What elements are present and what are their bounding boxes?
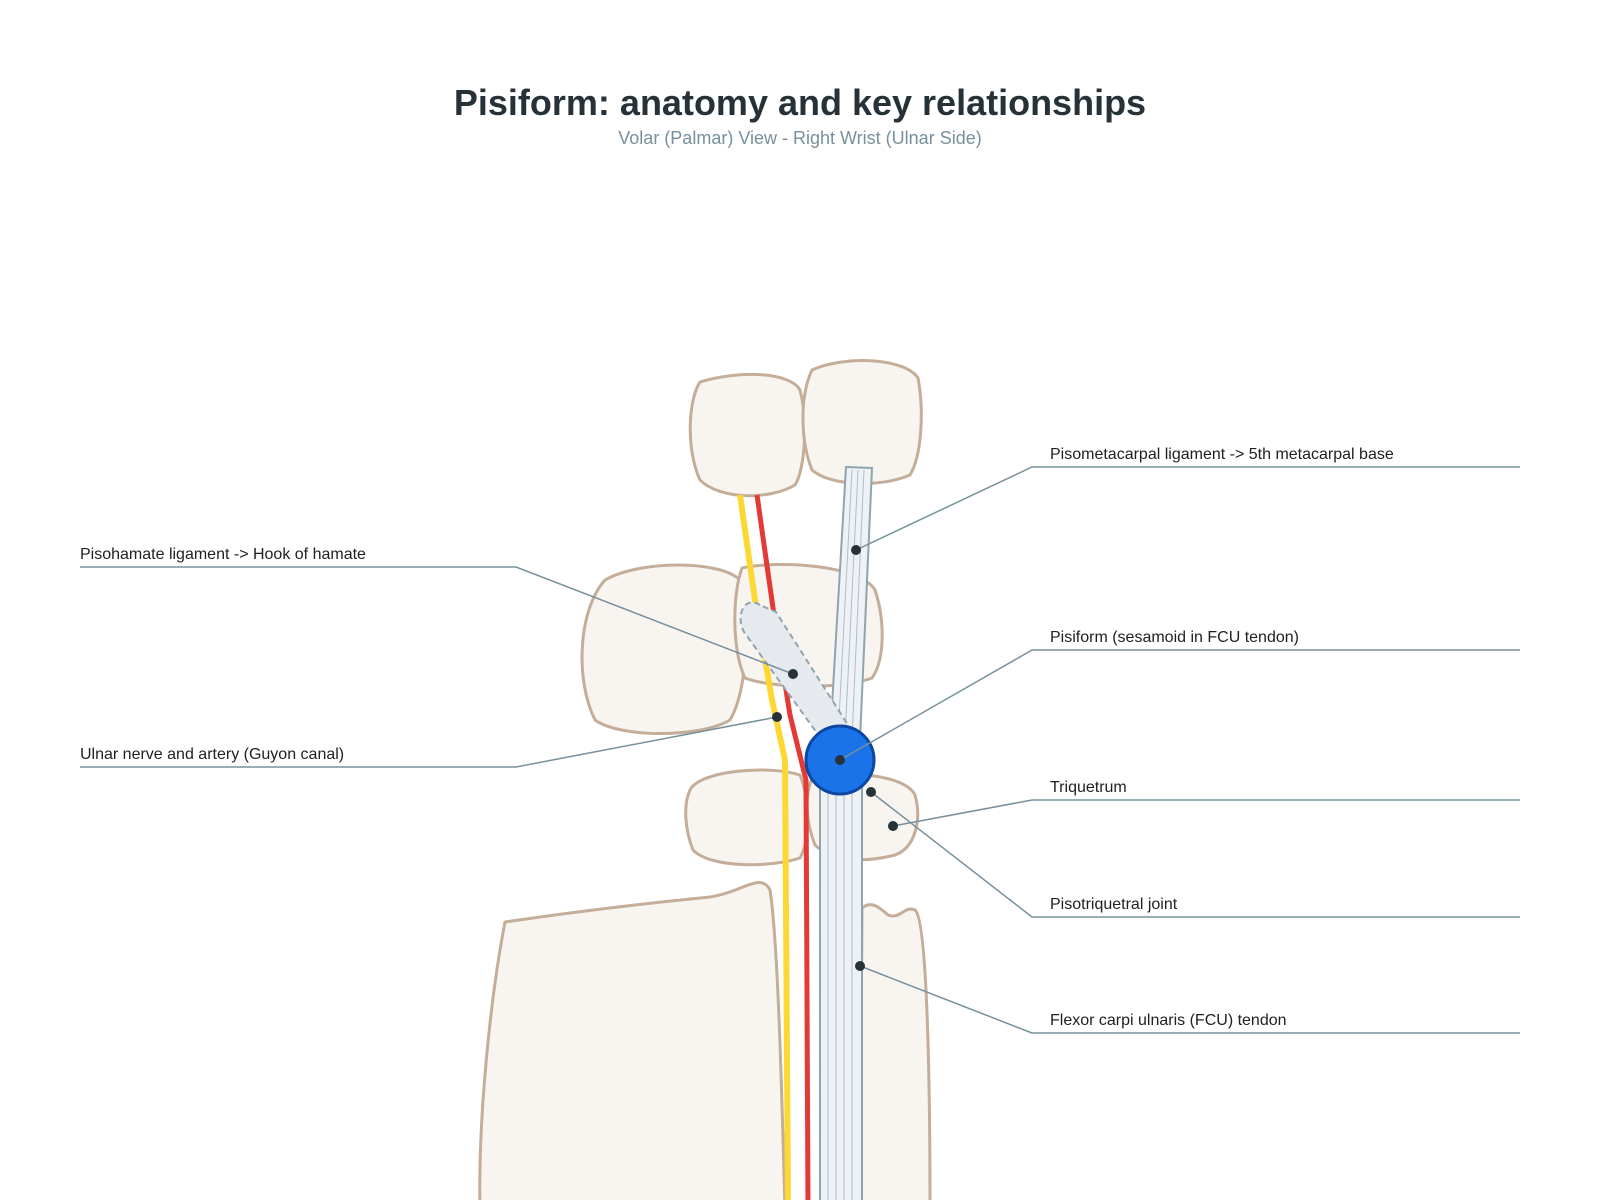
page-title: Pisiform: anatomy and key relationships: [453, 82, 1147, 123]
leader-pisohamate: [80, 566, 794, 675]
anchor-triquetrum: [888, 821, 898, 831]
leader-guyon: [80, 716, 778, 768]
anchor-pisometacarpal: [851, 545, 861, 555]
anchor-guyon: [772, 712, 782, 722]
fcu-tendon-fibers: [827, 765, 853, 1200]
anchor-fcu: [855, 961, 865, 971]
ulnar-artery: [754, 494, 811, 1200]
label-pisohamate: Pisohamate ligament -> Hook of hamate: [80, 546, 366, 563]
anchor-pisiform: [835, 755, 845, 765]
capitate-bone: [580, 563, 748, 735]
pisometacarpal-fibers: [837, 469, 865, 739]
label-fcu: Flexor carpi ulnaris (FCU) tendon: [1050, 1012, 1287, 1029]
label-guyon: Ulnar nerve and artery (Guyon canal): [80, 746, 344, 763]
metacarpal-5-base: [801, 359, 923, 486]
ulna-bone: [858, 903, 932, 1200]
leader-triquetrum: [892, 799, 1520, 827]
radius-bone: [478, 881, 787, 1200]
leader-pisotriquetral: [870, 791, 1520, 918]
fcu-tendon: [819, 759, 863, 1200]
label-pisometacarpal: Pisometacarpal ligament -> 5th metacarpa…: [1050, 446, 1394, 463]
label-pisotriquetral: Pisotriquetral joint: [1050, 896, 1178, 913]
leader-pisiform: [839, 649, 1520, 761]
ulnar-nerve: [737, 494, 791, 1200]
label-triquetrum: Triquetrum: [1050, 779, 1127, 796]
page-subtitle: Volar (Palmar) View - Right Wrist (Ulnar…: [618, 128, 982, 148]
leader-fcu: [859, 965, 1520, 1034]
anchor-pisotriquetral: [866, 787, 876, 797]
lunate-bone: [684, 768, 809, 867]
leader-pisometacarpal: [855, 466, 1520, 551]
anchor-pisohamate: [788, 669, 798, 679]
label-pisiform: Pisiform (sesamoid in FCU tendon): [1050, 629, 1299, 646]
metacarpal-4-base: [688, 373, 807, 498]
